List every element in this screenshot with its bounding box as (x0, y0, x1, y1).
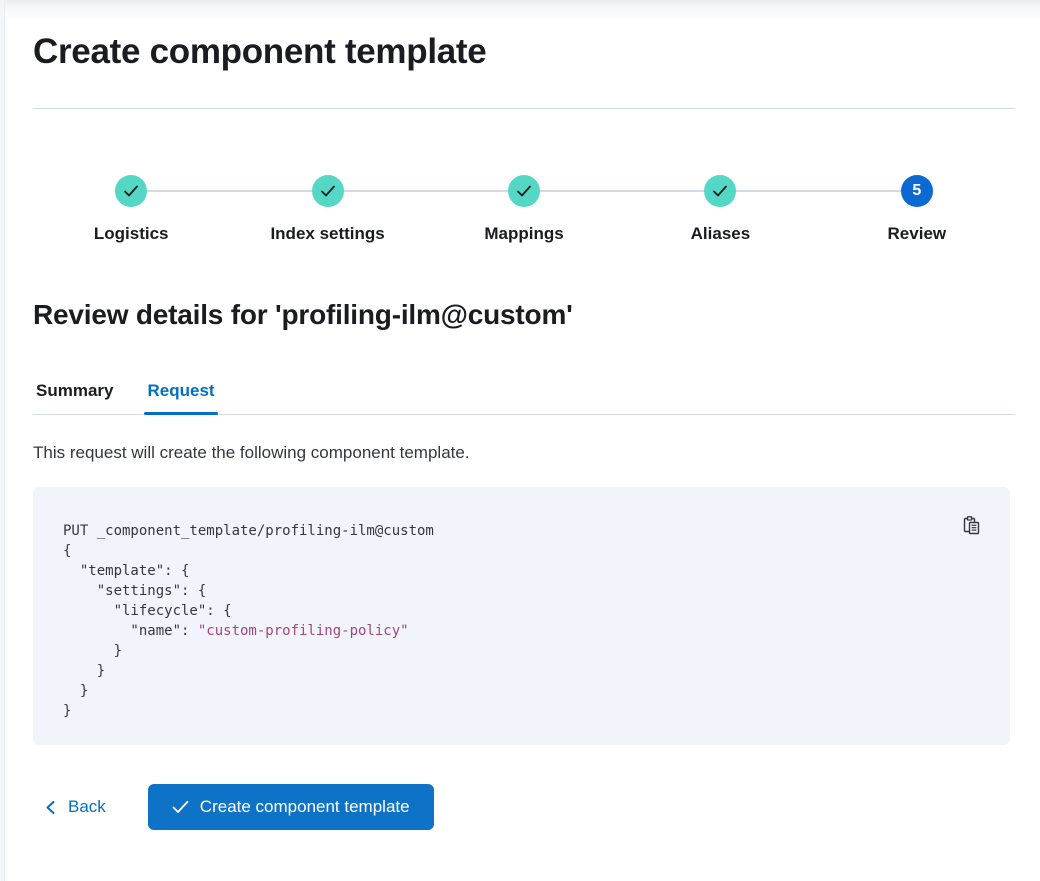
code-line: } (63, 661, 980, 681)
copy-clipboard-icon (963, 516, 980, 535)
code-line: "name": "custom-profiling-policy" (63, 621, 980, 641)
code-text-token: "settings": { (63, 583, 207, 599)
step-mappings[interactable]: Mappings (425, 175, 623, 244)
code-line: "template": { (63, 561, 980, 581)
title-divider (33, 108, 1015, 109)
tab-request[interactable]: Request (144, 381, 218, 415)
page-title: Create component template (33, 32, 487, 71)
step-label: Review (887, 224, 947, 243)
code-string-token: "custom-profiling-policy" (197, 623, 409, 639)
step-complete-circle[interactable] (115, 175, 148, 207)
step-connector (425, 190, 509, 192)
step-connector (343, 190, 426, 192)
step-complete-circle[interactable] (311, 175, 344, 207)
code-line: "lifecycle": { (63, 601, 980, 621)
code-line: } (63, 641, 980, 661)
step-index-settings[interactable]: Index settings (229, 175, 426, 244)
step-connector (818, 190, 901, 192)
code-text-token: } (63, 663, 106, 679)
step-aliases[interactable]: Aliases (622, 175, 819, 244)
step-label: Logistics (93, 224, 169, 243)
footer-actions: Back Create component template (33, 784, 1015, 830)
code-text-token: } (63, 683, 89, 699)
step-indicator-row (33, 175, 230, 207)
step-logistics[interactable]: Logistics (33, 175, 230, 244)
request-code-block: PUT _component_template/profiling-ilm@cu… (63, 521, 980, 721)
create-component-template-page: Create component template Logistics Index… (33, 0, 1015, 830)
code-line: PUT _component_template/profiling-ilm@cu… (63, 521, 980, 541)
step-connector (540, 190, 623, 192)
step-complete-circle[interactable] (704, 175, 737, 207)
request-description: This request will create the following c… (33, 443, 470, 462)
left-edge (0, 0, 5, 881)
step-label: Index settings (270, 224, 385, 243)
code-text-token: "name": (63, 623, 198, 639)
submit-label: Create component template (199, 797, 410, 816)
copy-button[interactable] (957, 511, 986, 540)
step-complete-circle[interactable] (508, 175, 541, 207)
step-indicator-row (622, 175, 819, 207)
chevron-left-icon (46, 800, 55, 814)
step-indicator-row: 5 (818, 175, 1015, 207)
code-line: { (63, 541, 980, 561)
code-line: "settings": { (63, 581, 980, 601)
back-button[interactable]: Back (44, 797, 106, 817)
step-label: Mappings (484, 224, 564, 243)
check-icon (320, 185, 335, 196)
code-text-token: "lifecycle": { (63, 603, 232, 619)
check-icon (124, 185, 139, 196)
code-line: } (63, 681, 980, 701)
check-icon (517, 185, 531, 196)
step-connector (147, 190, 230, 192)
step-indicator-row (425, 175, 623, 207)
step-number-circle[interactable]: 5 (900, 175, 933, 207)
review-heading: Review details for 'profiling-ilm@custom… (33, 299, 573, 330)
code-text-token: PUT _component_template/profiling-ilm@cu… (63, 523, 434, 539)
tab-summary[interactable]: Summary (33, 381, 116, 414)
step-indicator-row (229, 175, 426, 207)
check-icon (713, 185, 728, 196)
review-tabs: Summary Request (33, 381, 1015, 415)
code-text-token: { (63, 543, 72, 559)
back-label: Back (68, 797, 106, 816)
code-text-token: } (63, 643, 123, 659)
create-component-template-button[interactable]: Create component template (147, 784, 434, 830)
step-connector (229, 190, 312, 192)
check-icon (172, 800, 189, 813)
step-label: Aliases (690, 224, 751, 243)
code-line: } (63, 701, 980, 721)
step-connector (736, 190, 819, 192)
step-connector (622, 190, 705, 192)
code-text-token: "template": { (63, 563, 190, 579)
request-code-panel: PUT _component_template/profiling-ilm@cu… (33, 487, 1010, 745)
code-text-token: } (63, 703, 72, 719)
